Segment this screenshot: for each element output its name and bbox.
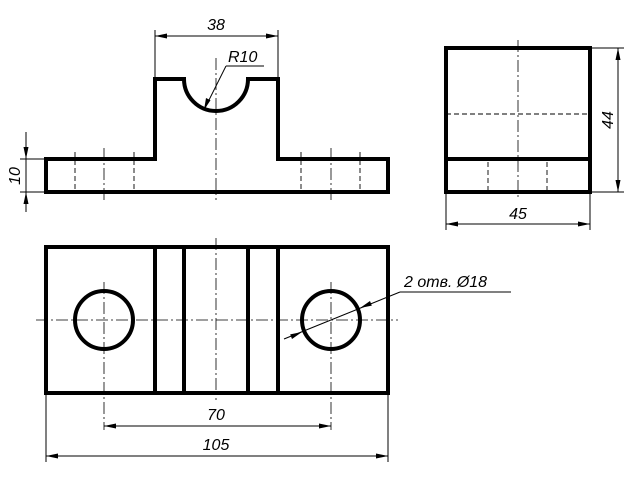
top-view: 2 отв. Ø18 70 105 (36, 238, 511, 462)
front-view-outline (44, 77, 390, 194)
dimension-label-overall-length: 105 (203, 437, 230, 454)
dimension-overall-length: 105 (45, 393, 389, 462)
dimension-label-top-slot: 38 (207, 17, 225, 34)
dimension-base-height: 10 (7, 132, 46, 212)
dimension-side-width: 45 (445, 192, 591, 230)
dimension-label-side-height: 44 (600, 111, 617, 129)
dimension-top-slot: 38 (154, 17, 279, 79)
front-view: 38 R10 10 (7, 17, 390, 212)
dimension-label-base-height: 10 (7, 167, 24, 185)
dimension-hole-note: 2 отв. Ø18 (283, 274, 511, 340)
dimension-label-hole-note: 2 отв. Ø18 (403, 274, 487, 291)
dimension-label-hole-spacing: 70 (207, 407, 225, 424)
dimension-label-arc-radius: R10 (228, 49, 257, 66)
dimension-arc-radius: R10 (203, 49, 264, 111)
dimension-hole-spacing: 70 (104, 407, 331, 429)
dimension-side-height: 44 (590, 47, 624, 193)
dimension-label-side-width: 45 (509, 206, 527, 223)
side-view: 44 45 (444, 40, 624, 230)
